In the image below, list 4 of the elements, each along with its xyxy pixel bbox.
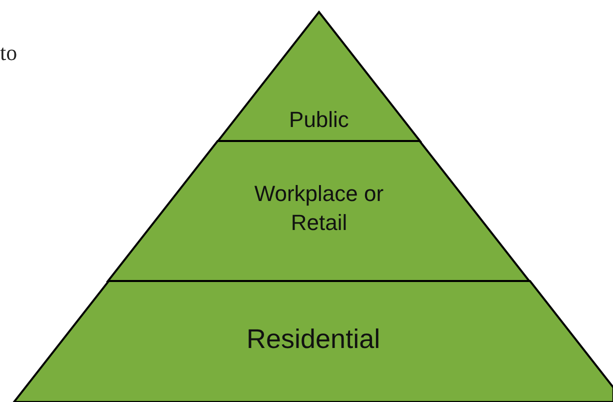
band-label: Public: [289, 106, 349, 134]
band-label: Workplace or Retail: [253, 180, 385, 237]
band-label: Residential: [246, 323, 380, 356]
text-fragment: to: [0, 40, 18, 66]
